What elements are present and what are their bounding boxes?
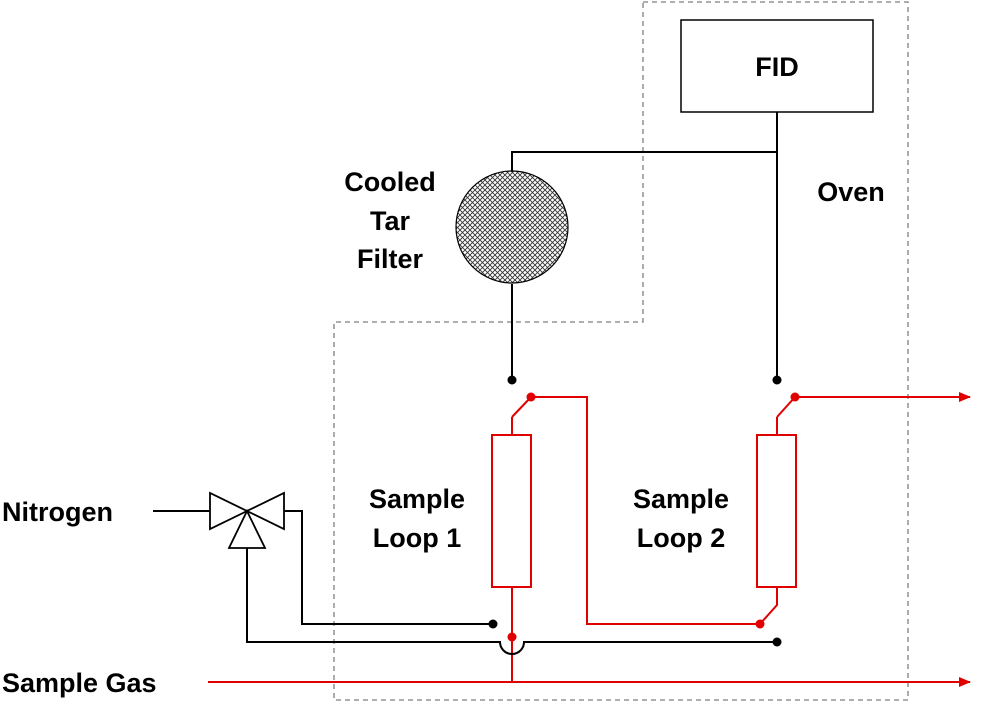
loop1-label: Sample Loop 1: [369, 484, 465, 553]
filter-label-line-1: Cooled: [344, 167, 436, 197]
sample-gas-label: Sample Gas: [2, 668, 157, 698]
oven-boundary: [333, 1, 909, 701]
loop2-label: Sample Loop 2: [633, 484, 729, 553]
valve2-contact-bottom-red: [755, 619, 765, 629]
valve1-contact-bottom-red: [507, 632, 517, 642]
valve1-contact-bottom-black: [488, 619, 498, 629]
valve2-switch-arm: [776, 396, 796, 418]
filter-label: Cooled Tar Filter: [344, 167, 436, 274]
fid-detector: FID: [680, 19, 874, 113]
valve1-contact-top: [507, 375, 517, 385]
loop1-label-line-2: Loop 1: [373, 523, 462, 553]
oven-label: Oven: [817, 177, 885, 207]
fid-label: FID: [755, 52, 799, 82]
loop2-label-line-2: Loop 2: [637, 523, 726, 553]
nitrogen-label: Nitrogen: [2, 497, 113, 527]
loop2-label-line-1: Sample: [633, 484, 729, 514]
valve1-switch-arm: [511, 396, 532, 418]
loop1-to-loop2-line: [531, 396, 760, 625]
sample-loop-2: [756, 434, 797, 588]
filter-label-line-3: Filter: [357, 244, 424, 274]
filter-label-line-2: Tar: [370, 206, 411, 236]
loop2-bottom-switch: [759, 587, 778, 625]
valve2-contact-top: [772, 375, 782, 385]
loop1-label-line-1: Sample: [369, 484, 465, 514]
three-way-valve: [209, 491, 285, 549]
cooled-tar-filter: [455, 170, 569, 284]
fid-branch-line: [511, 151, 777, 172]
sample-loop-1: [491, 434, 532, 588]
valve-to-loop2-line: [246, 548, 777, 655]
valve-to-loop1-line: [284, 510, 493, 625]
